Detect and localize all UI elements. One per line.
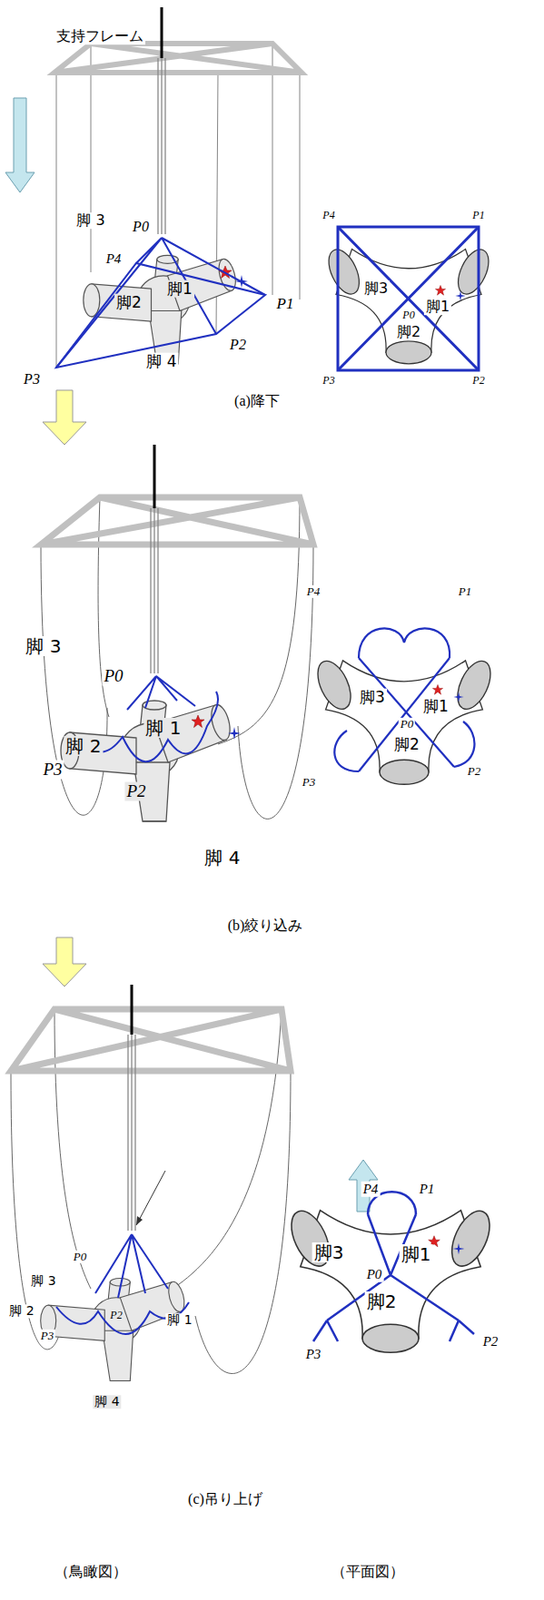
point-label: P3: [320, 375, 337, 387]
panel-b: [40, 445, 497, 988]
part-label: 脚 1: [165, 1314, 194, 1328]
part-label: 脚3: [312, 1243, 347, 1264]
caption: (a)降下: [232, 393, 282, 410]
part-label: 脚 3: [74, 212, 107, 229]
part-label: 脚1: [165, 280, 195, 298]
caption: （平面図）: [329, 1564, 406, 1582]
point-label: P2: [470, 375, 486, 387]
point-label: P0: [398, 718, 416, 732]
part-label: 脚1: [399, 1245, 434, 1266]
point-label: P1: [456, 585, 474, 599]
part-label: 脚 1: [143, 718, 183, 739]
part-label: 脚 4: [92, 1395, 121, 1410]
caption: (b)絞り込み: [226, 918, 306, 935]
caption: (c)吊り上げ: [186, 1492, 265, 1509]
part-label: 脚 2: [63, 736, 103, 757]
point-label: P2: [481, 1335, 501, 1351]
panel-a: [5, 7, 495, 446]
point-label: P0: [130, 218, 151, 236]
point-label: P2: [465, 765, 483, 779]
point-label: P1: [417, 1182, 437, 1198]
point-label: P1: [275, 296, 297, 314]
part-label: 脚1: [424, 298, 452, 316]
point-label: P1: [470, 209, 486, 222]
part-label: 脚1: [421, 698, 451, 716]
point-label: P4: [320, 209, 337, 222]
part-label: 脚3: [357, 689, 387, 707]
part-label: 脚 2: [7, 1305, 36, 1319]
point-label: P2: [108, 1310, 124, 1323]
part-label: 脚2: [392, 736, 422, 754]
caption: （鳥瞰図）: [52, 1564, 129, 1582]
point-label: P2: [227, 336, 248, 354]
part-label: 脚3: [362, 280, 390, 297]
point-label: P3: [304, 1347, 324, 1364]
part-label: 脚 3: [23, 636, 63, 657]
part-label: 脚 3: [29, 1275, 58, 1289]
point-label: P3: [40, 761, 64, 781]
point-label: P4: [305, 585, 322, 599]
point-label: P2: [124, 782, 148, 802]
point-label: P0: [71, 1251, 89, 1265]
point-label: P0: [400, 309, 416, 322]
point-label: P0: [101, 667, 125, 687]
point-label: P0: [365, 1267, 385, 1284]
part-label: 脚 4: [144, 353, 179, 371]
part-label: 脚 4: [202, 848, 242, 869]
part-label: 支持フレーム: [54, 28, 146, 45]
part-label: 脚2: [395, 324, 423, 341]
panel-c: [10, 985, 498, 1383]
part-label: 脚2: [365, 1292, 399, 1313]
point-label: P4: [361, 1182, 381, 1198]
point-label: P3: [300, 776, 317, 790]
point-label: P4: [104, 251, 124, 268]
point-label: P3: [21, 371, 42, 388]
part-label: 脚2: [114, 294, 144, 312]
point-label: P3: [39, 1330, 56, 1344]
